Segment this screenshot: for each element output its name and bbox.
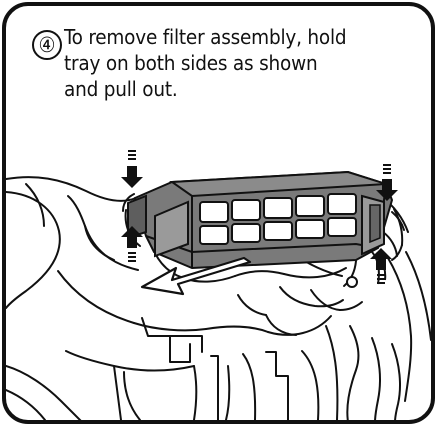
hold-arrow-top-left-icon	[121, 150, 143, 188]
hold-arrow-bottom-left-icon	[121, 226, 143, 262]
pull-out-arrow-icon	[140, 256, 252, 296]
step-number-badge: ④	[32, 30, 62, 60]
instruction-line-2: tray on both sides as shown	[64, 51, 318, 75]
instruction-line-1: To remove filter assembly, hold	[64, 25, 347, 49]
filter-removal-illustration	[6, 150, 431, 420]
instruction-panel: ④ To remove filter assembly, hold tray o…	[2, 2, 435, 424]
instruction-line-3: and pull out.	[64, 77, 178, 101]
instruction-text: To remove filter assembly, hold tray on …	[64, 24, 404, 102]
hold-arrow-top-right-icon	[376, 164, 398, 201]
step-number-text: ④	[38, 32, 56, 57]
filter-assembly	[127, 170, 394, 270]
tray-handle-right-icon	[346, 251, 387, 288]
